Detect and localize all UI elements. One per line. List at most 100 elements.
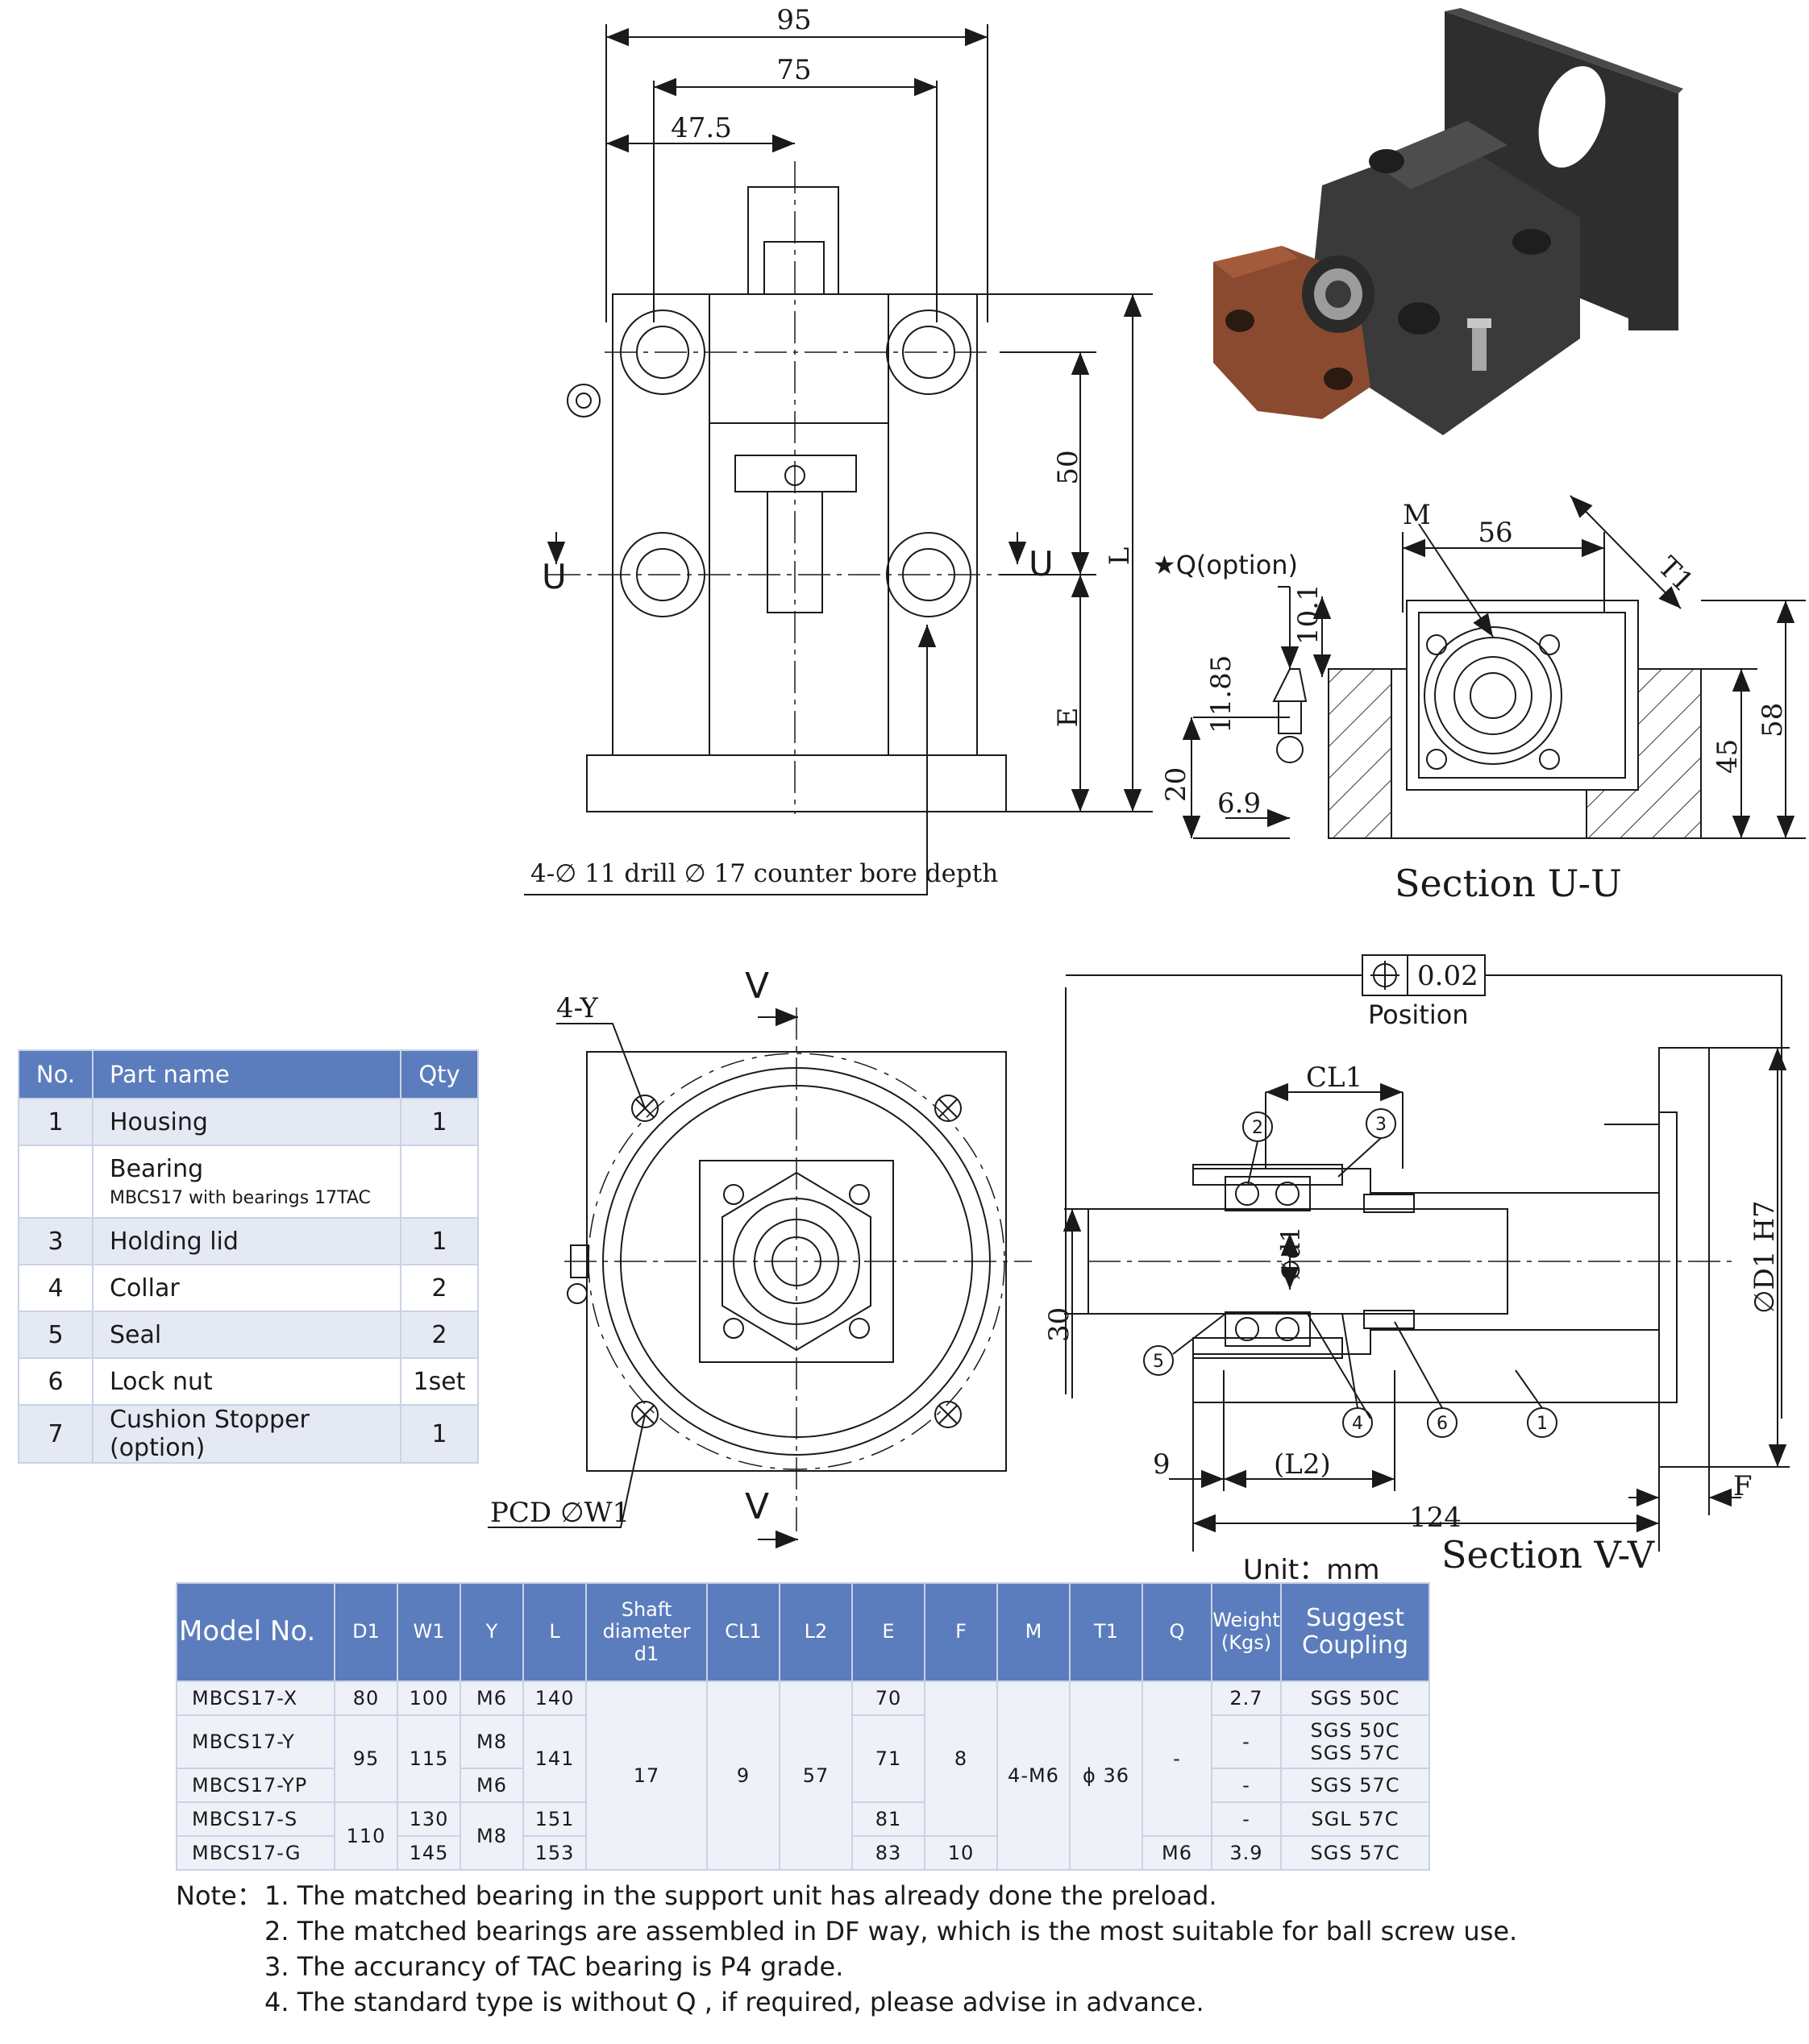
section-mark-v-bottom: V bbox=[745, 1486, 769, 1527]
dim-20: 20 bbox=[1160, 767, 1192, 802]
section-mark-u-right: U bbox=[1029, 544, 1054, 584]
parts-row: 3 Holding lid 1 bbox=[18, 1217, 479, 1265]
balloon-4: 4 bbox=[1352, 1414, 1363, 1434]
section-mark-v-top: V bbox=[745, 966, 769, 1007]
cell-cl1: 9 bbox=[706, 1680, 780, 1871]
cell-coupling: SGS 50C bbox=[1280, 1680, 1430, 1716]
header-t1: T1 bbox=[1069, 1582, 1143, 1682]
note-row: 4. The standard type is without Q , if r… bbox=[176, 1984, 1517, 2020]
dim-M: M bbox=[1403, 499, 1431, 531]
parts-header-name: Part name bbox=[92, 1049, 401, 1099]
part-no: 6 bbox=[18, 1357, 94, 1406]
front-view-labels: 4-Y V V PCD ∅W1 bbox=[490, 966, 769, 1529]
label-pcd-w1: PCD ∅W1 bbox=[490, 1497, 630, 1529]
section-mark-u-left: U bbox=[542, 557, 567, 596]
header-weight: Weight (Kgs) bbox=[1211, 1582, 1282, 1682]
q-option-label: ★Q(option) bbox=[1153, 550, 1298, 580]
note-row: 3. The accurancy of TAC bearing is P4 gr… bbox=[176, 1949, 1517, 1984]
header-weight-2: (Kgs) bbox=[1221, 1631, 1272, 1654]
header-coupling-2: Coupling bbox=[1301, 1631, 1409, 1660]
label-4-y: 4-Y bbox=[556, 992, 598, 1024]
header-d1: D1 bbox=[334, 1582, 398, 1682]
cell-q: M6 bbox=[1142, 1835, 1212, 1871]
model-no: MBCS17-YP bbox=[176, 1768, 335, 1803]
dim-45: 45 bbox=[1711, 739, 1744, 774]
note-item: 2. The matched bearings are assembled in… bbox=[264, 1916, 1518, 1946]
cell-e: 70 bbox=[851, 1680, 925, 1716]
model-row: MBCS17-X 80 100 M6 140 17 9 57 70 8 4-M6… bbox=[176, 1680, 1430, 1871]
dim-56: 56 bbox=[1478, 517, 1512, 549]
header-f: F bbox=[924, 1582, 998, 1682]
parts-row: 4 Collar 2 bbox=[18, 1264, 479, 1312]
model-row: MBCS17-Y 95 115 M8 141 71 - SGS 50C SGS … bbox=[176, 1714, 1430, 1803]
dim-F: F bbox=[1733, 1470, 1753, 1502]
cell-weight: - bbox=[1211, 1801, 1282, 1837]
part-qty: 1 bbox=[400, 1217, 479, 1265]
front-view bbox=[488, 1007, 1032, 1549]
parts-row: Bearing MBCS17 with bearings 17TAC bbox=[18, 1145, 479, 1219]
parts-row: 7 Cushion Stopper (option) 1 bbox=[18, 1404, 479, 1464]
part-qty bbox=[400, 1145, 479, 1219]
parts-header-qty: Qty bbox=[400, 1049, 479, 1099]
cell-d1: 80 bbox=[334, 1680, 398, 1716]
parts-header-no: No. bbox=[18, 1049, 94, 1099]
cell-d1: 95 bbox=[334, 1714, 398, 1803]
cell-l2: 57 bbox=[779, 1680, 853, 1871]
balloon-3: 3 bbox=[1375, 1115, 1387, 1135]
cell-d1: 110 bbox=[334, 1801, 398, 1871]
cell-y: M8 bbox=[460, 1801, 524, 1871]
part-no: 1 bbox=[18, 1098, 94, 1146]
top-view bbox=[524, 24, 1153, 895]
cell-shaft: 17 bbox=[585, 1680, 708, 1871]
part-qty: 1 bbox=[400, 1404, 479, 1464]
header-q: Q bbox=[1142, 1582, 1212, 1682]
section-u-u bbox=[1182, 495, 1806, 839]
cell-l: 141 bbox=[522, 1714, 587, 1803]
cell-l: 151 bbox=[522, 1801, 587, 1837]
cell-e: 81 bbox=[851, 1801, 925, 1837]
header-cl1: CL1 bbox=[706, 1582, 780, 1682]
model-no: MBCS17-X bbox=[176, 1680, 335, 1716]
cell-weight: - bbox=[1211, 1768, 1282, 1803]
note-item: 4. The standard type is without Q , if r… bbox=[264, 1987, 1204, 2017]
parts-row: 5 Seal 2 bbox=[18, 1311, 479, 1359]
cell-w1: 115 bbox=[397, 1714, 461, 1803]
part-name: Bearing bbox=[110, 1155, 204, 1183]
cell-l: 153 bbox=[522, 1835, 587, 1871]
cell-weight: - bbox=[1211, 1714, 1282, 1769]
dim-T1: T1 bbox=[1652, 550, 1700, 599]
cell-coupling: SGS 50C SGS 57C bbox=[1280, 1714, 1430, 1769]
model-header-row: Model No. D1 W1 Y L Shaft diameter d1 CL… bbox=[176, 1582, 1430, 1682]
dim-47-5: 47.5 bbox=[671, 112, 732, 144]
model-no: MBCS17-S bbox=[176, 1801, 335, 1837]
dim-E: E bbox=[1052, 708, 1084, 728]
model-row: MBCS17-YP M6 - SGS 57C bbox=[176, 1768, 1430, 1803]
cell-weight: 3.9 bbox=[1211, 1835, 1282, 1871]
section-u-u-title: Section U-U bbox=[1395, 862, 1622, 905]
part-name: Cushion Stopper (option) bbox=[92, 1404, 401, 1464]
part-name: Holding lid bbox=[92, 1217, 401, 1265]
section-v-v bbox=[1063, 954, 1790, 1552]
model-table: Model No. D1 W1 Y L Shaft diameter d1 CL… bbox=[176, 1582, 1430, 1871]
header-shaft-1: Shaft bbox=[621, 1597, 672, 1621]
dim-58: 58 bbox=[1757, 703, 1789, 737]
part-name-cell: Bearing MBCS17 with bearings 17TAC bbox=[92, 1145, 401, 1219]
cell-f: 8 bbox=[924, 1680, 998, 1837]
part-no: 4 bbox=[18, 1264, 94, 1312]
dim-95: 95 bbox=[776, 4, 811, 36]
cell-y: M6 bbox=[460, 1768, 524, 1803]
header-m: M bbox=[996, 1582, 1071, 1682]
parts-row: 6 Lock nut 1set bbox=[18, 1357, 479, 1406]
dim-L: L bbox=[1104, 547, 1136, 566]
part-qty: 1 bbox=[400, 1098, 479, 1146]
model-row: MBCS17-G 145 153 83 10 M6 3.9 SGS 57C bbox=[176, 1835, 1430, 1871]
cell-coupling: SGS 57C bbox=[1280, 1768, 1430, 1803]
part-name: Collar bbox=[92, 1264, 401, 1312]
cell-y: M8 bbox=[460, 1714, 524, 1769]
header-w1: W1 bbox=[397, 1582, 461, 1682]
top-view-labels: 95 75 47.5 50 L E U U 4-∅ 11 drill ∅ 17 … bbox=[530, 4, 1136, 888]
cell-f: 10 bbox=[924, 1835, 998, 1871]
header-model: Model No. bbox=[176, 1582, 335, 1682]
balloon-6: 6 bbox=[1437, 1414, 1448, 1434]
